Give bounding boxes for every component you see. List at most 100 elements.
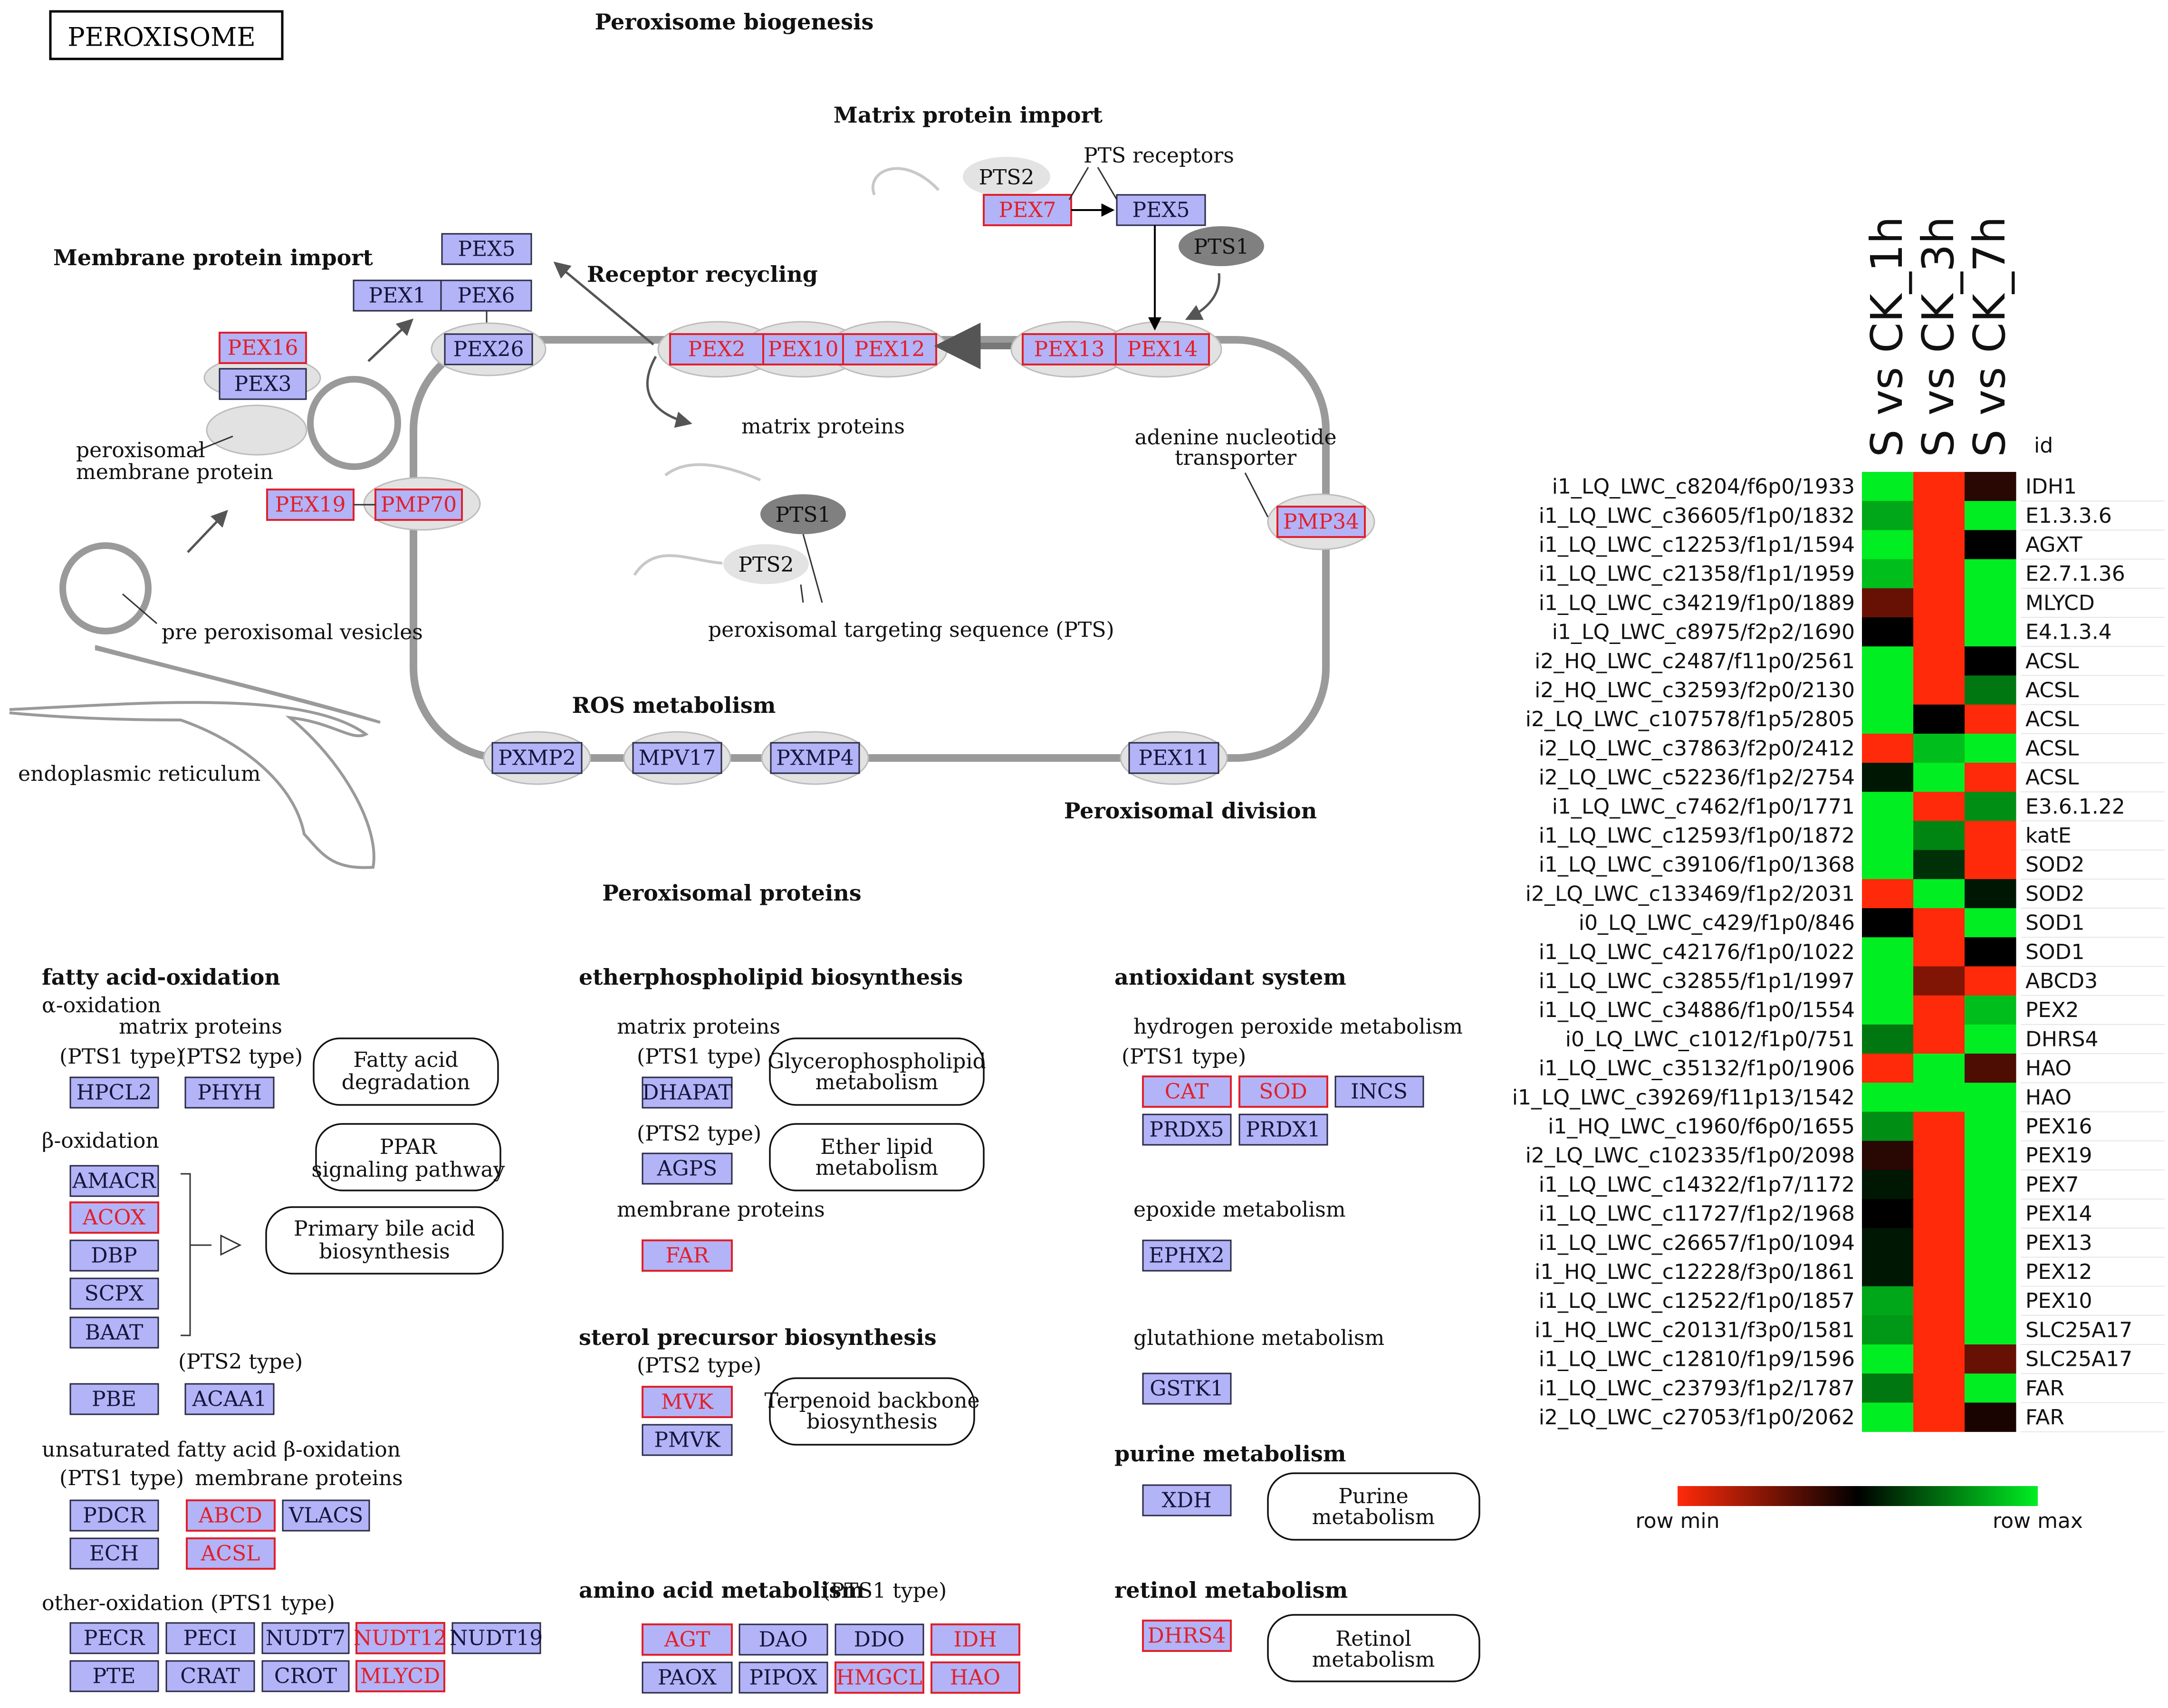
route-ppar[interactable] [315, 1123, 501, 1191]
gene-pex13-label: PEX13 [1034, 337, 1104, 362]
gene-paox [642, 1661, 733, 1694]
heatmap-cell [1862, 588, 1914, 618]
cat-fatty-acid: fatty acid-oxidation [42, 964, 280, 990]
gene-pecr [69, 1622, 159, 1654]
heatmap-row-contig: i1_LQ_LWC_c32855/f1p1/1997 [1539, 969, 1855, 993]
gene-pex2-label: PEX2 [688, 337, 745, 362]
heatmap-cell [1965, 1199, 2016, 1228]
heatmap-cell [1965, 879, 2016, 909]
heatmap-cell [1965, 1170, 2016, 1199]
gene-crot [261, 1660, 350, 1692]
heatmap-cell [1965, 995, 2016, 1025]
heatmap-cell [1965, 1141, 2016, 1171]
gene-pex3-label: PEX3 [234, 372, 291, 396]
map-title-box [49, 10, 284, 60]
heatmap-cell [1913, 792, 1965, 821]
heatmap-cell [1862, 1402, 1914, 1432]
gene-ddo [835, 1623, 924, 1656]
gene-hpcl2 [69, 1076, 159, 1109]
gene-acsl-label: ACSL [201, 1542, 260, 1566]
gene-crat [165, 1660, 255, 1692]
gene-pex5-top [441, 233, 532, 265]
route-ether-lipid[interactable] [769, 1123, 985, 1191]
heatmap-cell [1862, 995, 1914, 1025]
cat-fatty-pts1: (PTS1 type) [59, 1045, 184, 1069]
gene-pex16 [219, 332, 307, 364]
heatmap-cell [1913, 588, 1965, 618]
peroxisomal-proteins: fatty acid-oxidation α-oxidation matrix … [42, 964, 1480, 1694]
gene-dhrs4 [1142, 1620, 1232, 1652]
gene-scpx-label: SCPX [85, 1282, 144, 1306]
heatmap-cell [1862, 879, 1914, 909]
heatmap-cell [1913, 1199, 1965, 1228]
gene-pecr-label: PECR [84, 1626, 145, 1650]
heatmap-cell [1913, 1054, 1965, 1083]
heatmap-cell [1965, 1344, 2016, 1374]
heatmap-cell [1965, 733, 2016, 763]
heatmap-cell [1913, 646, 1965, 676]
gene-pex3 [219, 368, 307, 400]
gene-amacr-label: AMACR [72, 1169, 156, 1193]
pts2-shape-a [963, 157, 1050, 197]
heatmap-row-contig: i1_LQ_LWC_c42176/f1p0/1022 [1539, 940, 1855, 964]
heatmap-cell [1913, 821, 1965, 851]
route-retinol-2: metabolism [1312, 1648, 1435, 1672]
label-perox-mem-2: membrane protein [76, 460, 273, 484]
route-glycero-1: Glycerophospholipid [767, 1049, 986, 1074]
gene-pdcr [69, 1499, 159, 1532]
heatmap-row-contig: i1_LQ_LWC_c35132/f1p0/1906 [1539, 1056, 1855, 1081]
heatmap-row-contig: i1_LQ_LWC_c14322/f1p7/1172 [1539, 1172, 1855, 1197]
heatmap-cell [1913, 1315, 1965, 1345]
cat-purine: purine metabolism [1114, 1441, 1346, 1467]
route-terpenoid[interactable] [769, 1377, 975, 1446]
gene-hao-label: HAO [950, 1666, 1000, 1690]
gene-ech [69, 1537, 159, 1570]
gene-pex11 [1128, 742, 1219, 774]
heatmap-cell [1965, 1373, 2016, 1403]
heatmap-row-contig: i1_LQ_LWC_c26657/f1p0/1094 [1539, 1231, 1855, 1255]
route-bile-acid[interactable] [265, 1206, 504, 1275]
gene-mlycd-label: MLYCD [360, 1664, 441, 1689]
route-purine[interactable] [1267, 1472, 1480, 1541]
cat-unsaturated: unsaturated fatty acid β-oxidation [42, 1438, 401, 1462]
gene-agps [642, 1152, 733, 1185]
pts2-shape-b [723, 544, 809, 584]
gene-pxmp4-label: PXMP4 [776, 746, 854, 770]
heatmap-cell [1862, 1083, 1914, 1112]
gene-mpv17 [632, 742, 722, 774]
route-fatty-degradation[interactable] [313, 1037, 499, 1106]
route-retinol[interactable] [1267, 1614, 1480, 1682]
membrane-protein-blob [206, 404, 307, 456]
route-glycerophospholipid[interactable] [769, 1037, 985, 1106]
gene-pex14 [1115, 333, 1210, 365]
gene-phyh [184, 1076, 275, 1109]
gene-nudt7-label: NUDT7 [266, 1626, 345, 1650]
route-fatty-deg-2: degradation [342, 1070, 470, 1094]
heatmap-row-id: SLC25A17 [2025, 1347, 2132, 1372]
heatmap-row-contig: i2_LQ_LWC_c37863/f2p0/2412 [1539, 736, 1855, 760]
gene-far-label: FAR [665, 1244, 710, 1268]
cat-fatty-pts2: (PTS2 type) [178, 1045, 303, 1069]
gene-pmvk [642, 1424, 733, 1456]
heatmap-row-id: PEX13 [2025, 1231, 2092, 1255]
section-membrane-import: Membrane protein import [53, 245, 374, 270]
label-perox-mem-1: peroxisomal [76, 438, 205, 462]
pts1-label-a: PTS1 [1193, 235, 1249, 259]
heatmap-cell [1913, 1286, 1965, 1316]
gene-peci-label: PECI [183, 1626, 237, 1650]
heatmap-row-contig: i2_LQ_LWC_c133469/f1p2/2031 [1525, 882, 1855, 906]
heatmap-cell [1913, 1257, 1965, 1287]
gene-abcd [186, 1499, 276, 1532]
heatmap-cell [1862, 675, 1914, 705]
heatmap-row-id: HAO [2025, 1085, 2072, 1110]
heatmap-row-contig: i1_LQ_LWC_c23793/f1p2/1787 [1539, 1376, 1855, 1401]
